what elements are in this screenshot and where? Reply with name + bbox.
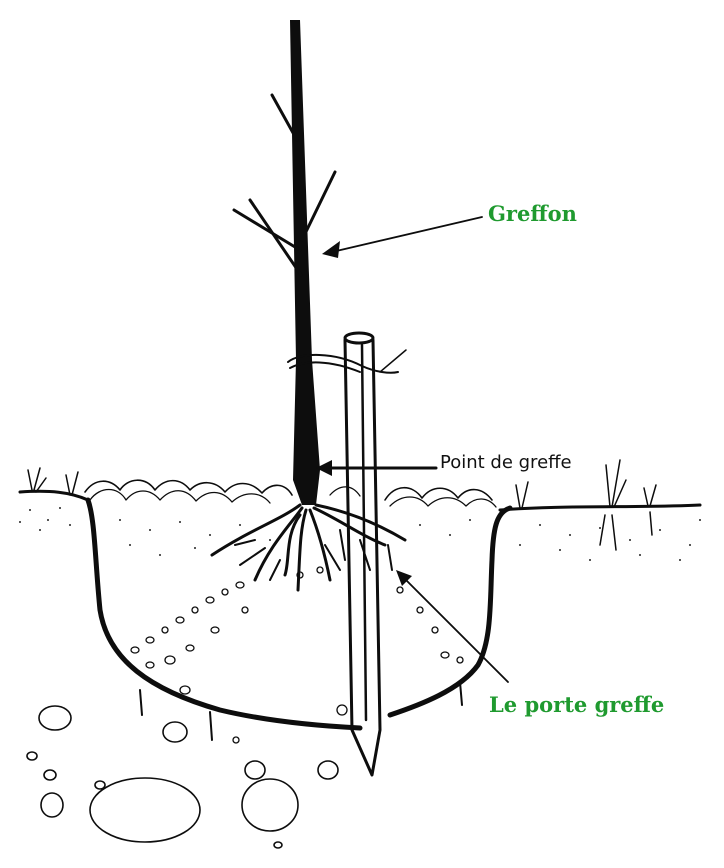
tree-tie — [287, 349, 407, 374]
support-stake — [343, 331, 382, 777]
tree-scion — [232, 20, 337, 505]
mulch-mound — [84, 479, 497, 508]
ground-surface — [18, 459, 702, 551]
label-rootstock: Le porte greffe — [489, 692, 664, 717]
soil-speckles — [19, 507, 701, 561]
label-arrows — [316, 216, 509, 683]
rootstock-roots — [210, 503, 407, 592]
arrow-head-scion — [322, 241, 340, 258]
label-scion: Greffon — [488, 201, 577, 226]
stones-below — [26, 705, 339, 849]
arrow-head-graft-point — [316, 460, 332, 476]
pebbles-in-hole — [130, 566, 464, 744]
planting-hole — [85, 497, 513, 741]
arrow-head-rootstock — [396, 570, 412, 586]
label-graft-point: Point de greffe — [440, 452, 572, 473]
